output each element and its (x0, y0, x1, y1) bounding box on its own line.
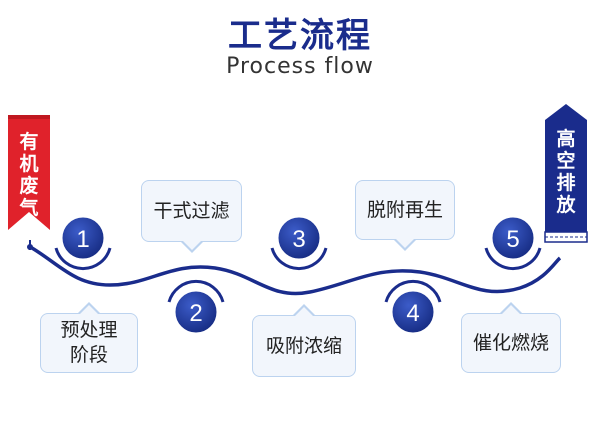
inlet-label-char: 有 (19, 130, 38, 153)
step-label-line: 预处理 (60, 319, 118, 342)
step-box-4: 脱附再生 (355, 180, 455, 251)
step-node-5: 5 (484, 214, 542, 271)
inlet-banner: 有 机 废 气 (8, 115, 50, 230)
step-node-2: 2 (167, 279, 225, 336)
step-number: 3 (292, 226, 305, 253)
page-subtitle: Process flow (226, 54, 374, 79)
step-label-line: 阶段 (69, 344, 108, 366)
step-node-4: 4 (384, 279, 442, 336)
outlet-banner: 高 空 排 放 (544, 104, 588, 243)
step-number: 5 (506, 226, 519, 253)
step-node-1: 1 (54, 214, 112, 271)
outlet-label-char: 排 (556, 171, 575, 194)
step-number: 4 (406, 300, 419, 327)
step-number: 2 (189, 300, 202, 327)
inlet-label-char: 机 (19, 153, 38, 175)
flow-line (31, 246, 562, 296)
step-label-line: 催化燃烧 (472, 331, 549, 354)
outlet-label-char: 放 (555, 193, 576, 216)
step-box-1: 预处理 阶段 (40, 302, 138, 373)
step-label-line: 干式过滤 (153, 199, 230, 222)
inlet-label-char: 废 (19, 174, 38, 197)
step-label-line: 脱附再生 (366, 198, 443, 221)
step-number: 1 (76, 226, 89, 253)
page-title: 工艺流程 (228, 16, 372, 56)
outlet-label-char: 空 (556, 149, 575, 172)
step-box-3: 吸附浓缩 (252, 304, 356, 377)
step-node-3: 3 (270, 214, 328, 271)
step-box-2: 干式过滤 (141, 180, 242, 253)
step-label-line: 吸附浓缩 (265, 334, 342, 357)
step-box-5: 催化燃烧 (461, 302, 561, 373)
inlet-label-char: 气 (18, 196, 38, 219)
outlet-label-char: 高 (556, 127, 575, 150)
